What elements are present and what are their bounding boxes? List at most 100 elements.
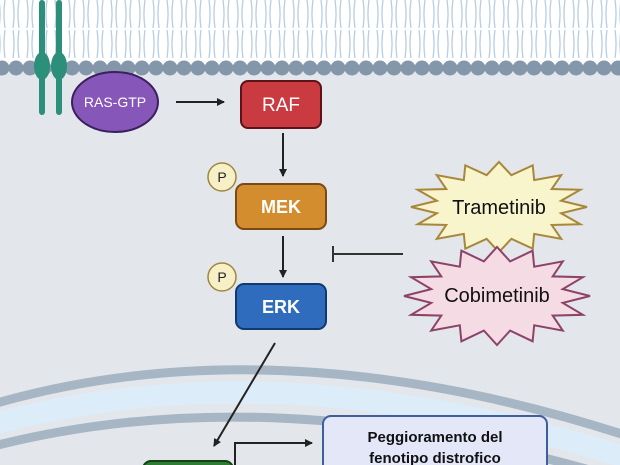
lipid-tail bbox=[26, 0, 29, 29]
lipid-tail bbox=[390, 0, 393, 29]
lipid-tail bbox=[325, 29, 328, 59]
lipid-tail bbox=[614, 29, 617, 59]
lipid-tail bbox=[395, 0, 398, 29]
lipid-tail bbox=[278, 29, 281, 59]
lipid-tail bbox=[376, 0, 379, 29]
lipid-tail bbox=[516, 0, 519, 29]
lipid-head bbox=[162, 60, 178, 76]
ras-gtp-label: RAS-GTP bbox=[84, 94, 146, 110]
lipid-tail bbox=[292, 29, 295, 59]
cobimetinib-label: Cobimetinib bbox=[444, 285, 550, 307]
lipid-tail bbox=[17, 0, 20, 29]
lipid-head bbox=[358, 60, 374, 76]
lipid-tail bbox=[45, 0, 48, 29]
lipid-tail bbox=[516, 29, 519, 59]
lipid-head bbox=[246, 60, 262, 76]
lipid-tail bbox=[418, 0, 421, 29]
lipid-tail bbox=[432, 0, 435, 29]
lipid-tail bbox=[549, 29, 552, 59]
lipid-head bbox=[582, 60, 598, 76]
lipid-tail bbox=[614, 0, 617, 29]
lipid-tail bbox=[460, 29, 463, 59]
lipid-tail bbox=[297, 29, 300, 59]
trametinib-label: Trametinib bbox=[452, 197, 546, 219]
lipid-tail bbox=[437, 0, 440, 29]
lipid-tail bbox=[409, 0, 412, 29]
lipid-tail bbox=[157, 29, 160, 59]
lipid-tail bbox=[124, 29, 127, 59]
lipid-tail bbox=[339, 0, 342, 29]
lipid-head bbox=[526, 60, 542, 76]
lipid-head bbox=[190, 60, 206, 76]
lipid-tail bbox=[311, 0, 314, 29]
lipid-tail bbox=[423, 0, 426, 29]
lipid-tail bbox=[339, 29, 342, 59]
lipid-tail bbox=[199, 29, 202, 59]
lipid-tail bbox=[591, 0, 594, 29]
phosphate-mek-label: P bbox=[217, 169, 226, 185]
lipid-tail bbox=[213, 29, 216, 59]
lipid-head bbox=[176, 60, 192, 76]
lipid-tail bbox=[194, 29, 197, 59]
lipid-head bbox=[204, 60, 220, 76]
lipid-tail bbox=[488, 0, 491, 29]
lipid-tail bbox=[507, 0, 510, 29]
lipid-tail bbox=[320, 29, 323, 59]
lipid-tail bbox=[404, 29, 407, 59]
outcome-box: Peggioramento del fenotipo distrofico bbox=[322, 415, 548, 465]
lipid-head bbox=[22, 60, 38, 76]
lipid-tail bbox=[269, 0, 272, 29]
ras-gtp-node: RAS-GTP bbox=[71, 71, 159, 133]
lipid-tail bbox=[73, 0, 76, 29]
lipid-head bbox=[596, 60, 612, 76]
lipid-tail bbox=[17, 29, 20, 59]
lipid-tail bbox=[3, 29, 6, 59]
lipid-tail bbox=[68, 29, 71, 59]
lipid-tail bbox=[241, 0, 244, 29]
erk-label: ERK bbox=[262, 297, 300, 317]
lipid-tail bbox=[143, 0, 146, 29]
lipid-tail bbox=[236, 29, 239, 59]
lipid-tail bbox=[381, 29, 384, 59]
lipid-tail bbox=[283, 0, 286, 29]
lipid-tail bbox=[362, 29, 365, 59]
mek-node: MEK bbox=[235, 183, 327, 230]
lipid-head bbox=[456, 60, 472, 76]
lipid-tail bbox=[115, 0, 118, 29]
lipid-tail bbox=[199, 0, 202, 29]
lipid-tail bbox=[451, 29, 454, 59]
lipid-tail bbox=[493, 0, 496, 29]
lipid-tail bbox=[110, 29, 113, 59]
lipid-heads bbox=[0, 60, 620, 76]
lipid-tail bbox=[465, 0, 468, 29]
lipid-tail bbox=[367, 29, 370, 59]
lipid-tail bbox=[101, 29, 104, 59]
lipid-head bbox=[288, 60, 304, 76]
lipid-tail bbox=[185, 0, 188, 29]
lipid-tail bbox=[577, 29, 580, 59]
lipid-head bbox=[78, 60, 94, 76]
lipid-head bbox=[414, 60, 430, 76]
lipid-tail bbox=[586, 29, 589, 59]
lipid-tail bbox=[129, 0, 132, 29]
lipid-head bbox=[92, 60, 108, 76]
lipid-head bbox=[386, 60, 402, 76]
arrow-erk-to-nucleus bbox=[213, 342, 276, 447]
lipid-tail bbox=[171, 29, 174, 59]
receptor bbox=[34, 0, 67, 115]
transcription-factor-node bbox=[142, 460, 234, 465]
lipid-tail bbox=[208, 29, 211, 59]
lipid-tail bbox=[544, 29, 547, 59]
lipid-tail bbox=[297, 0, 300, 29]
lipid-tail bbox=[521, 0, 524, 29]
lipid-tail bbox=[353, 29, 356, 59]
lipid-head bbox=[64, 60, 80, 76]
lipid-tail bbox=[269, 29, 272, 59]
lipid-tail bbox=[460, 0, 463, 29]
lipid-head bbox=[610, 60, 620, 76]
lipid-tail bbox=[227, 0, 230, 29]
lipid-tail bbox=[311, 29, 314, 59]
lipid-tail bbox=[124, 0, 127, 29]
lipid-head bbox=[540, 60, 556, 76]
